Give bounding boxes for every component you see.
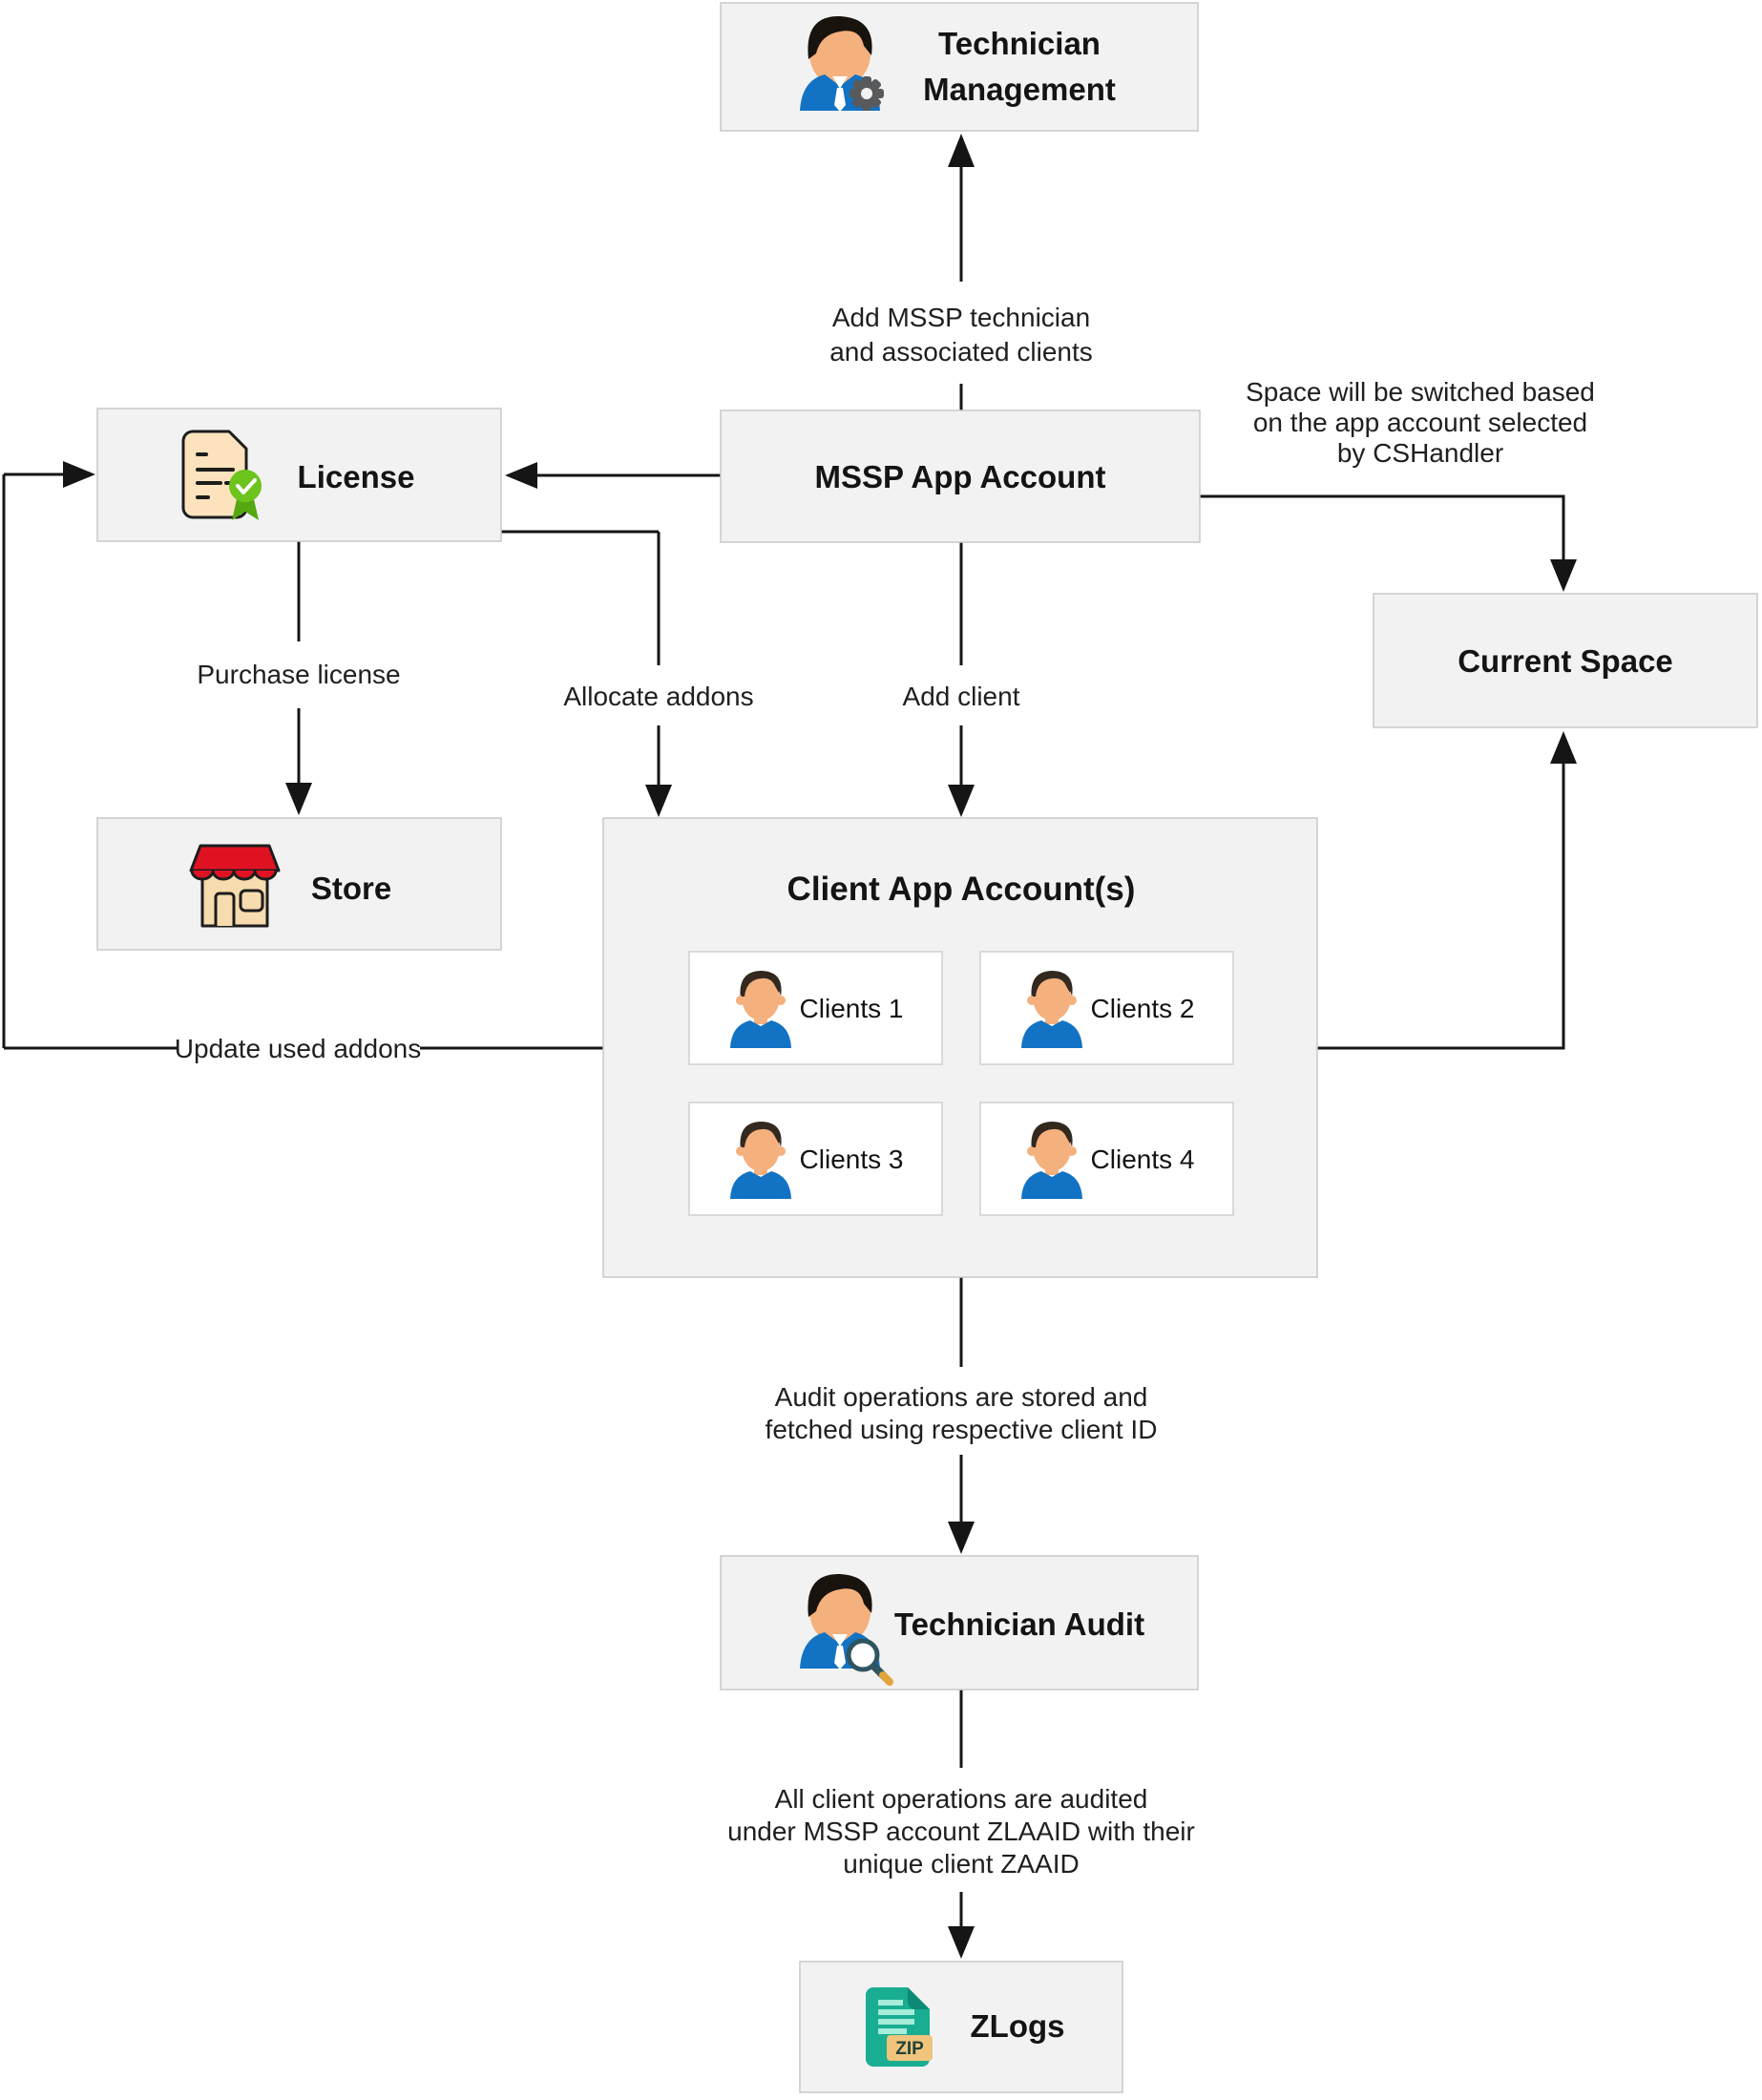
svg-text:under MSSP account ZLAAID with: under MSSP account ZLAAID with their [727,1816,1195,1846]
svg-text:Audit operations are stored an: Audit operations are stored and [775,1382,1148,1412]
technician-magnifier-icon [800,1573,893,1686]
edge-update-used-addons [2,461,603,1050]
svg-text:Store: Store [311,871,391,906]
svg-text:Technician Audit: Technician Audit [894,1606,1144,1642]
svg-text:All client operations are audi: All client operations are audited [775,1784,1148,1814]
node-technician-audit: Technician Audit [720,1555,1199,1690]
client-card: Clients 2 [979,951,1234,1065]
svg-text:and associated clients: and associated clients [829,337,1093,367]
svg-text:MSSP App Account: MSSP App Account [815,459,1106,494]
edge-label-purchase-license: Purchase license [197,660,400,689]
edge-purchase-license [285,541,312,815]
edge-label-update-used-addons: Update used addons [175,1034,421,1063]
svg-text:License: License [298,459,415,494]
edge-audit-operations [948,1277,975,1554]
edge-label-add-client: Add client [903,682,1020,711]
edge-mssp-to-license [505,462,721,489]
edge-allocate-addons [501,530,672,817]
svg-text:ZLogs: ZLogs [971,2008,1065,2044]
svg-text:Client App Account(s): Client App Account(s) [787,871,1136,908]
client-avatar-icon [730,971,791,1048]
svg-text:fetched using respective clien: fetched using respective client ID [766,1415,1158,1444]
zip-document-icon: ZIP [866,1987,933,2067]
svg-text:Add MSSP technician: Add MSSP technician [832,303,1090,332]
svg-text:Clients 1: Clients 1 [800,994,904,1023]
svg-text:by CSHandler: by CSHandler [1337,438,1503,468]
client-card: Clients 1 [688,951,943,1065]
svg-text:ZIP: ZIP [895,2039,924,2059]
node-current-space: Current Space [1373,593,1758,728]
edge-label-audited-under: All client operations are audited under … [727,1784,1195,1879]
svg-text:Clients 3: Clients 3 [800,1144,904,1174]
edge-add-client [948,542,975,817]
license-certificate-icon [181,430,262,520]
technician-gear-icon [800,15,884,112]
node-zlogs: ZIP ZLogs [799,1961,1123,2093]
edge-label-allocate-addons: Allocate addons [563,682,753,711]
node-mssp-app-account: MSSP App Account [720,410,1201,543]
edge-label-audit-operations: Audit operations are stored and fetched … [766,1382,1158,1444]
node-technician-management: Technician Management [720,2,1199,132]
client-card: Clients 3 [688,1102,943,1216]
svg-text:unique client ZAAID: unique client ZAAID [843,1849,1079,1879]
svg-text:on the app account selected: on the app account selected [1253,408,1587,437]
edge-space-switch [1200,494,1577,592]
node-license: License [96,408,502,542]
edge-label-add-technician: Add MSSP technician and associated clien… [829,303,1093,367]
edge-add-technician [948,134,975,410]
edge-label-space-switch: Space will be switched based on the app … [1246,377,1595,468]
client-avatar-icon [1021,1122,1082,1199]
svg-text:Space will be switched based: Space will be switched based [1246,377,1595,407]
edge-audit-to-zlogs [948,1690,975,1959]
node-store: Store [96,817,502,951]
svg-text:Clients 4: Clients 4 [1091,1144,1195,1174]
client-avatar-icon [1021,971,1082,1048]
client-avatar-icon [730,1122,791,1199]
node-client-app-accounts: Client App Account(s) Clients 1 [602,817,1318,1278]
svg-text:Clients 2: Clients 2 [1091,994,1195,1023]
svg-text:Current Space: Current Space [1458,643,1673,679]
storefront-icon [189,844,281,928]
edge-clients-to-current-space [1317,731,1577,1050]
magnifier-glyph [846,1638,893,1686]
client-card: Clients 4 [979,1102,1234,1216]
svg-text:Management: Management [923,72,1116,107]
svg-text:Technician: Technician [938,26,1101,61]
